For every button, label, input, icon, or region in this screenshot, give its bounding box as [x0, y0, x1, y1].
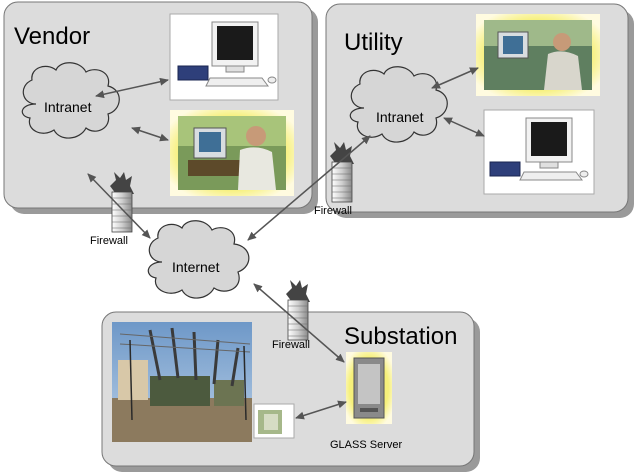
utility-intranet-label: Intranet	[376, 109, 424, 125]
vendor-intranet-label: Intranet	[44, 99, 92, 115]
arrow-utility-intranet-operator	[431, 67, 479, 89]
arrow-vendor-intranet-internet	[87, 173, 151, 239]
utility-label: Utility	[344, 29, 403, 56]
utility-operator-photo	[476, 14, 600, 96]
connectors	[87, 67, 485, 420]
utility-workstation	[483, 109, 595, 195]
substation-firewall-icon	[286, 280, 310, 341]
internet-cloud: Internet	[147, 220, 250, 299]
arrow-glass-server-device	[295, 400, 347, 420]
arrow-vendor-intranet-operator	[131, 126, 169, 142]
glass-server	[346, 352, 392, 424]
arrow-utility-intranet-internet	[247, 135, 371, 241]
vendor-workstation	[169, 13, 279, 101]
internet-label: Internet	[172, 259, 220, 275]
utility-intranet-cloud: Intranet	[349, 66, 448, 143]
substation-label: Substation	[344, 323, 457, 350]
substation-device-photo	[253, 403, 295, 439]
substation-photo	[112, 322, 252, 442]
arrow-vendor-intranet-workstation	[95, 77, 169, 99]
arrow-internet-glass-server	[253, 283, 345, 363]
utility-firewall-label: Firewall	[314, 205, 352, 217]
glass-server-label: GLASS Server	[330, 439, 402, 451]
vendor-intranet-cloud: Intranet	[21, 62, 120, 139]
vendor-operator-photo	[170, 110, 294, 196]
vendor-firewall-label: Firewall	[90, 235, 128, 247]
vendor-label: Vendor	[14, 23, 90, 50]
arrow-utility-intranet-workstation	[443, 117, 485, 137]
substation-firewall-label: Firewall	[272, 339, 310, 351]
